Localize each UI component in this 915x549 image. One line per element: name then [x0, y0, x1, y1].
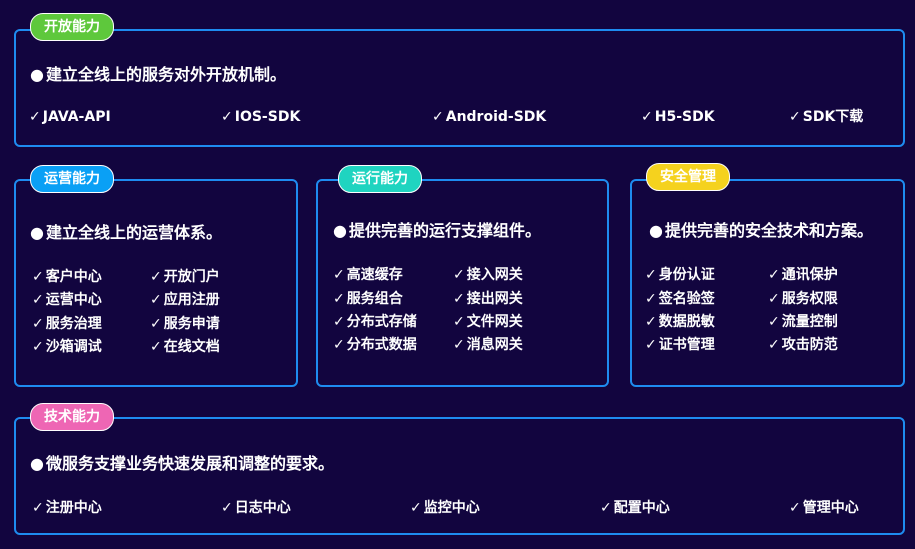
run-item: ✓接入网关	[453, 267, 523, 283]
check-icon: ✓	[768, 314, 780, 330]
open-capability-description: ●建立全线上的服务对外开放机制。	[30, 65, 286, 84]
check-icon: ✓	[333, 314, 345, 330]
tech-item: ✓注册中心	[32, 500, 102, 516]
bullet-icon: ●	[649, 221, 663, 240]
check-icon: ✓	[150, 339, 162, 355]
run-capability-description: ●提供完善的运行支撑组件。	[333, 221, 541, 240]
open-item: ✓SDK下载	[789, 109, 864, 125]
check-icon: ✓	[333, 337, 345, 353]
security-item: ✓流量控制	[768, 314, 838, 330]
open-capability-panel	[14, 29, 905, 147]
security-item: ✓身份认证	[645, 267, 715, 283]
security-item: ✓服务权限	[768, 291, 838, 307]
check-icon: ✓	[32, 500, 44, 516]
check-icon: ✓	[221, 109, 233, 125]
tech-capability-description: ●微服务支撑业务快速发展和调整的要求。	[30, 454, 334, 473]
check-icon: ✓	[32, 269, 44, 285]
security-management-tag: 安全管理	[646, 163, 730, 191]
security-item: ✓通讯保护	[768, 267, 838, 283]
check-icon: ✓	[789, 109, 801, 125]
open-item: ✓IOS-SDK	[221, 109, 301, 125]
open-item: ✓JAVA-API	[29, 109, 111, 125]
check-icon: ✓	[641, 109, 653, 125]
bullet-icon: ●	[333, 221, 347, 240]
bullet-icon: ●	[30, 65, 44, 84]
run-item: ✓消息网关	[453, 337, 523, 353]
check-icon: ✓	[32, 339, 44, 355]
check-icon: ✓	[432, 109, 444, 125]
open-item: ✓Android-SDK	[432, 109, 547, 125]
check-icon: ✓	[453, 267, 465, 283]
run-item: ✓接出网关	[453, 291, 523, 307]
ops-item: ✓服务申请	[150, 316, 220, 332]
ops-item: ✓应用注册	[150, 292, 220, 308]
check-icon: ✓	[600, 500, 612, 516]
security-management-panel	[630, 179, 905, 387]
run-item: ✓分布式数据	[333, 337, 417, 353]
check-icon: ✓	[645, 267, 657, 283]
tech-capability-tag: 技术能力	[30, 403, 114, 431]
check-icon: ✓	[333, 267, 345, 283]
check-icon: ✓	[410, 500, 422, 516]
check-icon: ✓	[150, 269, 162, 285]
open-item: ✓H5-SDK	[641, 109, 715, 125]
check-icon: ✓	[789, 500, 801, 516]
security-item: ✓数据脱敏	[645, 314, 715, 330]
check-icon: ✓	[29, 109, 41, 125]
tech-item: ✓管理中心	[789, 500, 859, 516]
run-capability-tag: 运行能力	[338, 165, 422, 193]
open-capability-tag: 开放能力	[30, 13, 114, 41]
ops-item: ✓客户中心	[32, 269, 102, 285]
run-item: ✓高速缓存	[333, 267, 403, 283]
ops-capability-tag: 运营能力	[30, 165, 114, 193]
run-item: ✓文件网关	[453, 314, 523, 330]
run-item: ✓分布式存储	[333, 314, 417, 330]
check-icon: ✓	[645, 291, 657, 307]
check-icon: ✓	[32, 316, 44, 332]
check-icon: ✓	[453, 291, 465, 307]
ops-capability-panel	[14, 179, 298, 387]
security-item: ✓证书管理	[645, 337, 715, 353]
tech-item: ✓监控中心	[410, 500, 480, 516]
ops-item: ✓开放门户	[150, 269, 220, 285]
ops-item: ✓在线文档	[150, 339, 220, 355]
tech-item: ✓配置中心	[600, 500, 670, 516]
bullet-icon: ●	[30, 223, 44, 242]
security-item: ✓签名验签	[645, 291, 715, 307]
ops-item: ✓服务治理	[32, 316, 102, 332]
check-icon: ✓	[768, 337, 780, 353]
check-icon: ✓	[768, 291, 780, 307]
security-management-description: ●提供完善的安全技术和方案。	[649, 221, 873, 240]
security-item: ✓攻击防范	[768, 337, 838, 353]
check-icon: ✓	[333, 291, 345, 307]
tech-capability-panel	[14, 417, 905, 535]
ops-capability-description: ●建立全线上的运营体系。	[30, 223, 222, 242]
check-icon: ✓	[32, 292, 44, 308]
run-capability-panel	[316, 179, 609, 387]
bullet-icon: ●	[30, 454, 44, 473]
check-icon: ✓	[150, 316, 162, 332]
check-icon: ✓	[645, 314, 657, 330]
check-icon: ✓	[221, 500, 233, 516]
check-icon: ✓	[150, 292, 162, 308]
tech-item: ✓日志中心	[221, 500, 291, 516]
run-item: ✓服务组合	[333, 291, 403, 307]
check-icon: ✓	[453, 314, 465, 330]
ops-item: ✓沙箱调试	[32, 339, 102, 355]
check-icon: ✓	[453, 337, 465, 353]
ops-item: ✓运营中心	[32, 292, 102, 308]
check-icon: ✓	[768, 267, 780, 283]
check-icon: ✓	[645, 337, 657, 353]
